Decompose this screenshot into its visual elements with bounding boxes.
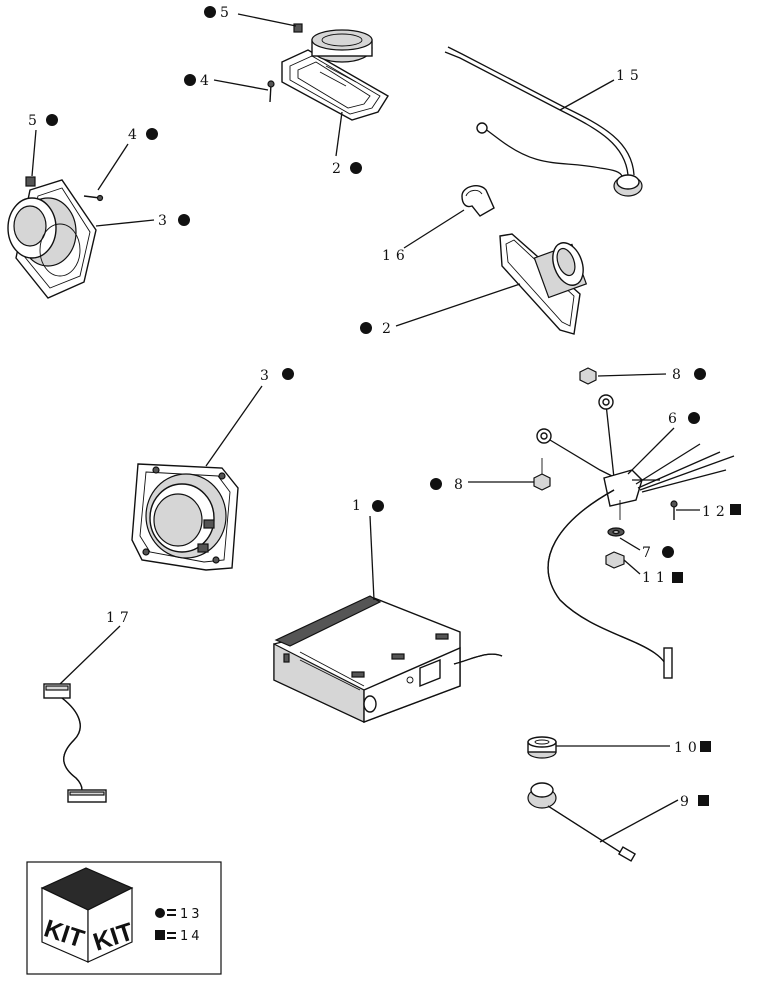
square-marker	[730, 504, 741, 515]
antenna-lead-9	[527, 782, 637, 862]
screw-4-top	[267, 80, 275, 103]
speaker-left	[7, 179, 97, 299]
clip-5-left	[25, 176, 36, 187]
square-marker	[700, 741, 711, 752]
circle-marker	[360, 322, 372, 334]
circle-marker	[178, 214, 190, 226]
callout-5-top: 5	[220, 5, 234, 21]
legend-circle-kit-number: 13	[180, 907, 203, 922]
callout-1: 1	[352, 498, 366, 514]
callout-5-left: 5	[28, 113, 42, 129]
circle-marker	[694, 368, 706, 380]
legend-square-symbol	[155, 930, 165, 940]
screw-4-left	[83, 194, 104, 202]
callout-15: 15	[616, 68, 644, 84]
callout-3-lower: 3	[260, 368, 274, 384]
square-marker	[698, 795, 709, 806]
speaker-middle	[499, 233, 588, 335]
wiring-harness	[43, 683, 107, 803]
circle-marker	[372, 500, 384, 512]
kit-legend: KIT KIT 13 14	[26, 861, 222, 975]
circle-marker	[688, 412, 700, 424]
callout-11: 11	[642, 570, 670, 586]
circle-marker	[146, 128, 158, 140]
circle-marker	[46, 114, 58, 126]
ground-assembly	[533, 367, 735, 679]
callout-16: 16	[382, 248, 410, 264]
callout-labels: 5 4 2 5 4 3 15 16 2 3 1 8 6 8 12 7 11 17…	[28, 5, 730, 810]
callout-17: 17	[106, 610, 134, 626]
callout-4-top: 4	[200, 73, 214, 89]
radio-unit	[273, 595, 503, 724]
callout-7: 7	[642, 545, 656, 561]
circle-marker	[350, 162, 362, 174]
speaker-top-center	[281, 29, 389, 121]
callout-10: 10	[674, 740, 702, 756]
leader-lines	[31, 13, 700, 843]
callout-3-left: 3	[158, 213, 172, 229]
circle-marker	[282, 368, 294, 380]
kit-markers	[46, 6, 741, 806]
callout-4-left: 4	[128, 127, 142, 143]
callout-8-left: 8	[454, 477, 468, 493]
callout-8-top: 8	[672, 367, 686, 383]
circle-marker	[430, 478, 442, 490]
speaker-lower	[131, 463, 239, 571]
antenna-cable	[444, 46, 643, 197]
clip-16	[461, 185, 495, 217]
callout-12: 12	[702, 504, 730, 520]
circle-marker	[184, 74, 196, 86]
bushing-10	[527, 736, 557, 759]
clip-5-top	[293, 23, 303, 33]
callout-2-middle: 2	[382, 321, 396, 337]
circle-marker	[204, 6, 216, 18]
callout-2-top: 2	[332, 161, 346, 177]
legend-circle-symbol	[155, 908, 165, 918]
square-marker	[672, 572, 683, 583]
callout-6: 6	[668, 411, 682, 427]
circle-marker	[662, 546, 674, 558]
legend-square-kit-number: 14	[180, 929, 203, 944]
callout-9: 9	[680, 794, 694, 810]
